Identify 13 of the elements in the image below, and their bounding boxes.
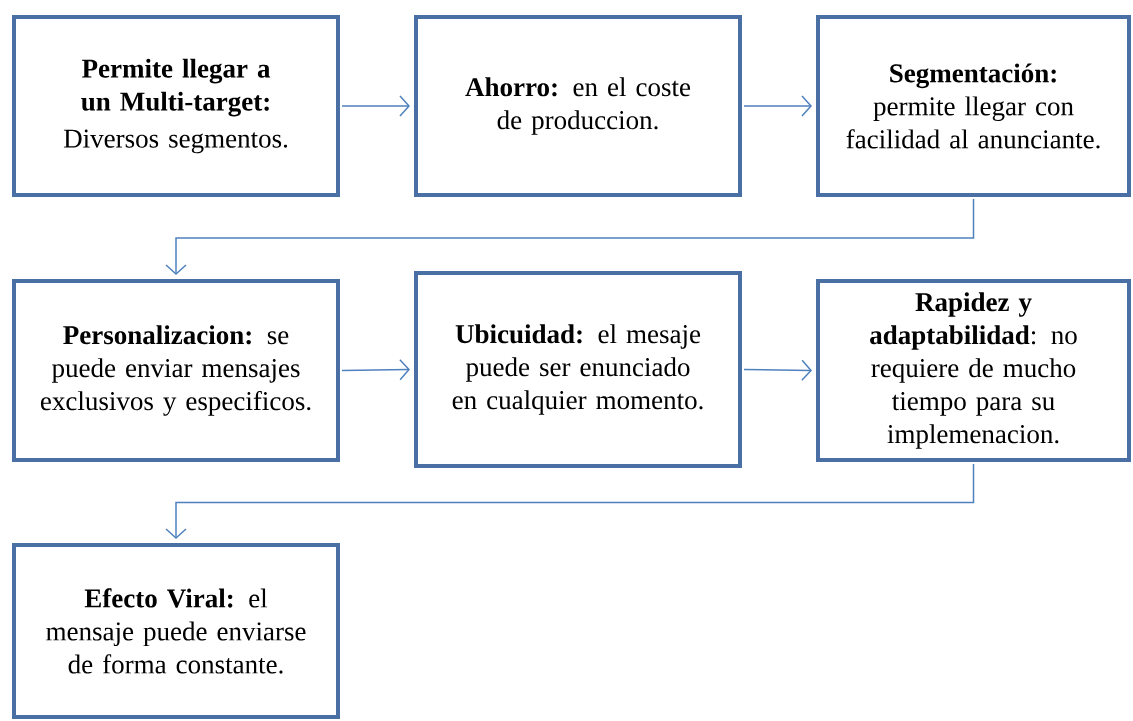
- arrow: [743, 95, 812, 117]
- process-box: Segmentación: permite llegar con facilidad al anunciante.: [816, 15, 1131, 197]
- process-box: Ahorro: en el coste de produccion.: [414, 15, 742, 197]
- arrow: [743, 359, 812, 382]
- process-box: Personalizacion: se puede enviar mensajes exclusivos y especificos.: [12, 279, 340, 462]
- arrow: [165, 198, 975, 275]
- process-box: Ubicuidad: el mesaje puede ser enunciado en cualquier momento.: [414, 271, 742, 468]
- arrow: [341, 95, 410, 117]
- arrow: [165, 463, 975, 539]
- process-box: Efecto Viral: el mensaje puede enviarse de forma constante.: [12, 543, 340, 719]
- process-box: Rapidez y adaptabilidad: no requiere de mucho tiempo para su implemenacion.: [816, 279, 1131, 462]
- arrow: [341, 358, 410, 381]
- process-box: Permite llegar a un Multi-target: Diversos segmentos.: [12, 15, 340, 197]
